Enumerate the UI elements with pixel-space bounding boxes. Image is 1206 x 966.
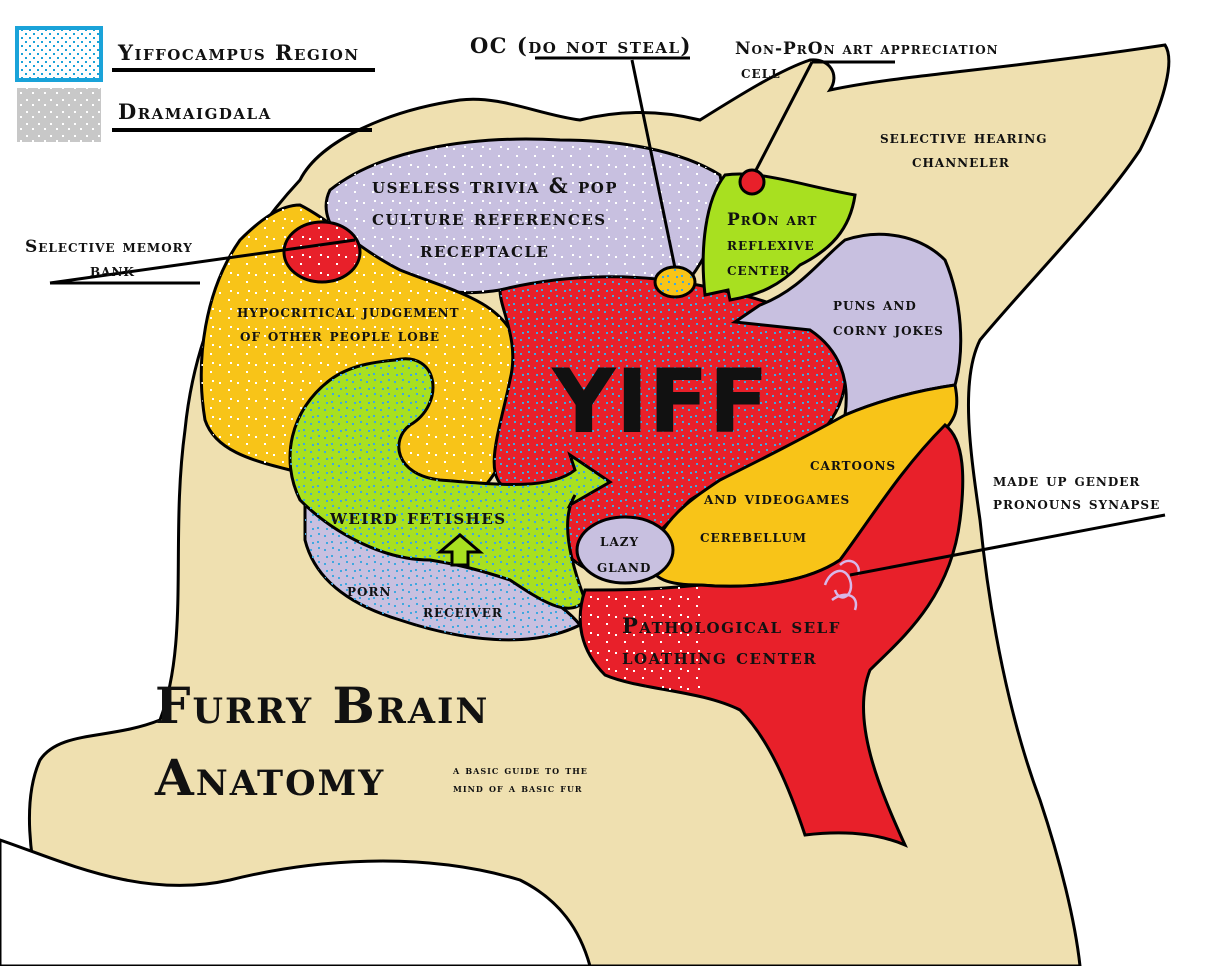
- label-cartoons-line3: cerebellum: [700, 527, 807, 547]
- title-line1: Furry Brain: [155, 676, 489, 735]
- label-porn-line1: porn: [347, 581, 391, 601]
- legend-label-yiffocampus: Yiffocampus Region: [117, 40, 360, 65]
- label-hypocritical-line2: of other people lobe: [240, 326, 440, 346]
- arrow-up-weird: [435, 533, 485, 567]
- label-gender-line2: pronouns synapse: [993, 494, 1160, 514]
- legend-swatch-dramaigdala: [17, 88, 101, 142]
- region-selective-memory-speckle: [286, 224, 358, 280]
- label-pron-line3: center: [727, 260, 791, 280]
- label-pron-line1: PrOn art: [727, 210, 817, 230]
- label-yiff: YIFF: [551, 350, 769, 453]
- label-cartoons-line2: and videogames: [703, 489, 850, 509]
- label-useless-trivia-line3: receptacle: [420, 237, 549, 262]
- label-non-pron-line1: Non-PrOn art appreciation: [735, 39, 999, 59]
- label-self-loathing-line1: Pathological self: [622, 613, 841, 638]
- label-selective-memory-line2: bank: [90, 261, 135, 281]
- label-self-loathing-line2: loathing center: [622, 644, 817, 669]
- region-self-loathing: [578, 423, 965, 848]
- region-oc-speckle: [657, 269, 693, 295]
- jaw-line: [0, 838, 592, 966]
- label-puns-line2: corny jokes: [833, 320, 944, 340]
- region-lazy-gland: [575, 515, 675, 585]
- label-useless-trivia-line1: useless trivia & pop: [372, 173, 618, 198]
- label-selective-hearing-line1: selective hearing: [880, 128, 1047, 148]
- region-pron-reflexive: [701, 172, 857, 302]
- subtitle-line2: mind of a basic fur: [453, 781, 583, 795]
- pointer-gender: [849, 513, 1166, 577]
- pointer-non-pron: [753, 61, 814, 173]
- label-porn-line2: receiver: [423, 602, 503, 622]
- label-gender-line1: made up gender: [993, 471, 1140, 491]
- label-non-pron-line2: cell: [741, 63, 781, 83]
- legend-label-dramaigdala: Dramaigdala: [118, 99, 272, 124]
- label-selective-memory-line1: Selective memory: [25, 237, 193, 257]
- legend: Yiffocampus Region Dramaigdala: [15, 26, 375, 142]
- pointer-oc: [630, 59, 677, 269]
- label-oc: OC (do not steal): [470, 33, 692, 58]
- region-non-pron-cell: [738, 168, 766, 196]
- label-hypocritical-line1: hypocritical judgement: [237, 302, 460, 322]
- label-cartoons-line1: cartoons: [810, 455, 896, 475]
- label-weird-fetishes: weird fetishes: [329, 504, 507, 529]
- label-lazy-line1: lazy: [600, 531, 639, 551]
- pointer-memory: [49, 238, 356, 285]
- label-lazy-line2: gland: [597, 557, 651, 577]
- title-line2: Anatomy: [154, 748, 385, 807]
- label-selective-hearing-line2: channeler: [912, 152, 1010, 172]
- subtitle-line1: a basic guide to the: [452, 763, 588, 777]
- label-pron-line2: reflexive: [727, 235, 815, 255]
- label-puns-line1: puns and: [833, 295, 917, 315]
- label-useless-trivia-line2: culture references: [372, 205, 607, 230]
- legend-swatch-yiffocampus: [15, 26, 103, 82]
